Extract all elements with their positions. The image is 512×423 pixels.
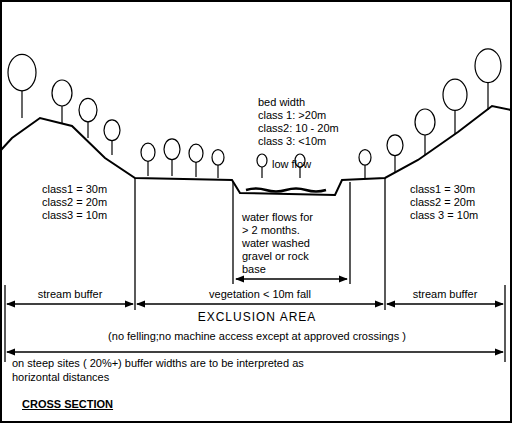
label: class1 = 30m: [410, 183, 475, 196]
label: class 3: <10m: [258, 135, 326, 148]
label: > 2 months.: [242, 224, 300, 237]
label: on steep sites ( 20%+) buffer widths are…: [12, 357, 304, 370]
label: EXCLUSION AREA: [198, 311, 317, 324]
label: class2: 10 - 20m: [258, 122, 339, 135]
label: vegetation < 10m fall: [207, 288, 313, 301]
label: class 1: >20m: [258, 109, 326, 122]
label: water washed: [242, 237, 310, 250]
label: class3 = 10m: [42, 209, 107, 222]
label: class1 = 30m: [42, 183, 107, 196]
label: stream buffer: [36, 288, 105, 301]
label: base: [242, 263, 266, 276]
label: low flow: [272, 158, 311, 171]
label: class2 = 20m: [410, 196, 475, 209]
label: water flows for: [242, 211, 313, 224]
label: bed width: [258, 96, 305, 109]
label: gravel or rock: [242, 250, 309, 263]
label: class2 = 20m: [42, 196, 107, 209]
label: (no felling;no machine access except at …: [108, 330, 406, 343]
label: class 3 = 10m: [410, 209, 478, 222]
caption: CROSS SECTION: [22, 398, 113, 411]
label: stream buffer: [411, 288, 480, 301]
label: horizontal distances: [12, 371, 109, 384]
